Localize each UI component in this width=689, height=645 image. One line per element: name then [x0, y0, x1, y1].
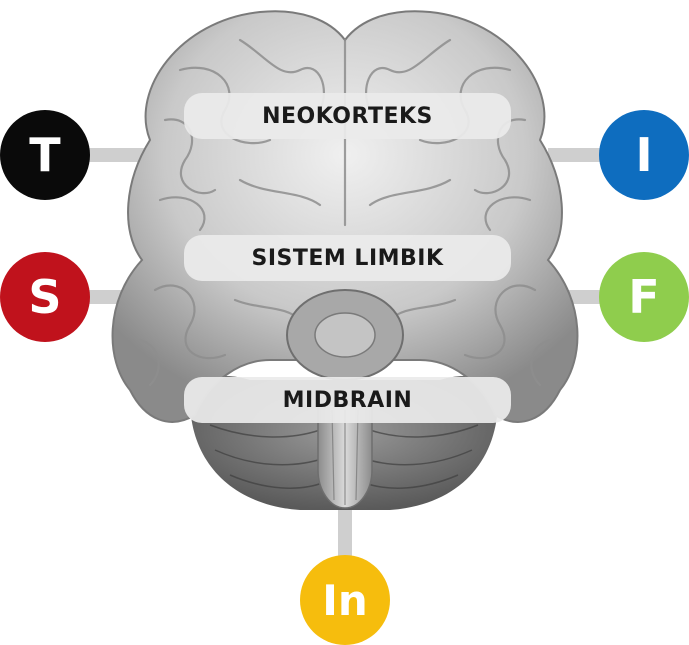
node-i-letter: I — [635, 128, 653, 182]
node-s-letter: S — [28, 270, 62, 324]
node-t: T — [0, 110, 90, 200]
connector-in — [338, 505, 352, 567]
node-in: In — [300, 555, 390, 645]
label-neokorteks: NEOKORTEKS — [184, 93, 511, 139]
node-f-letter: F — [628, 270, 660, 324]
node-f: F — [599, 252, 689, 342]
connector-t — [88, 148, 150, 162]
node-in-letter: In — [322, 575, 368, 625]
node-i: I — [599, 110, 689, 200]
connector-i — [548, 148, 604, 162]
node-t-letter: T — [29, 128, 61, 182]
node-s: S — [0, 252, 90, 342]
label-midbrain: MIDBRAIN — [184, 377, 511, 423]
label-sistem-limbik: SISTEM LIMBIK — [184, 235, 511, 281]
